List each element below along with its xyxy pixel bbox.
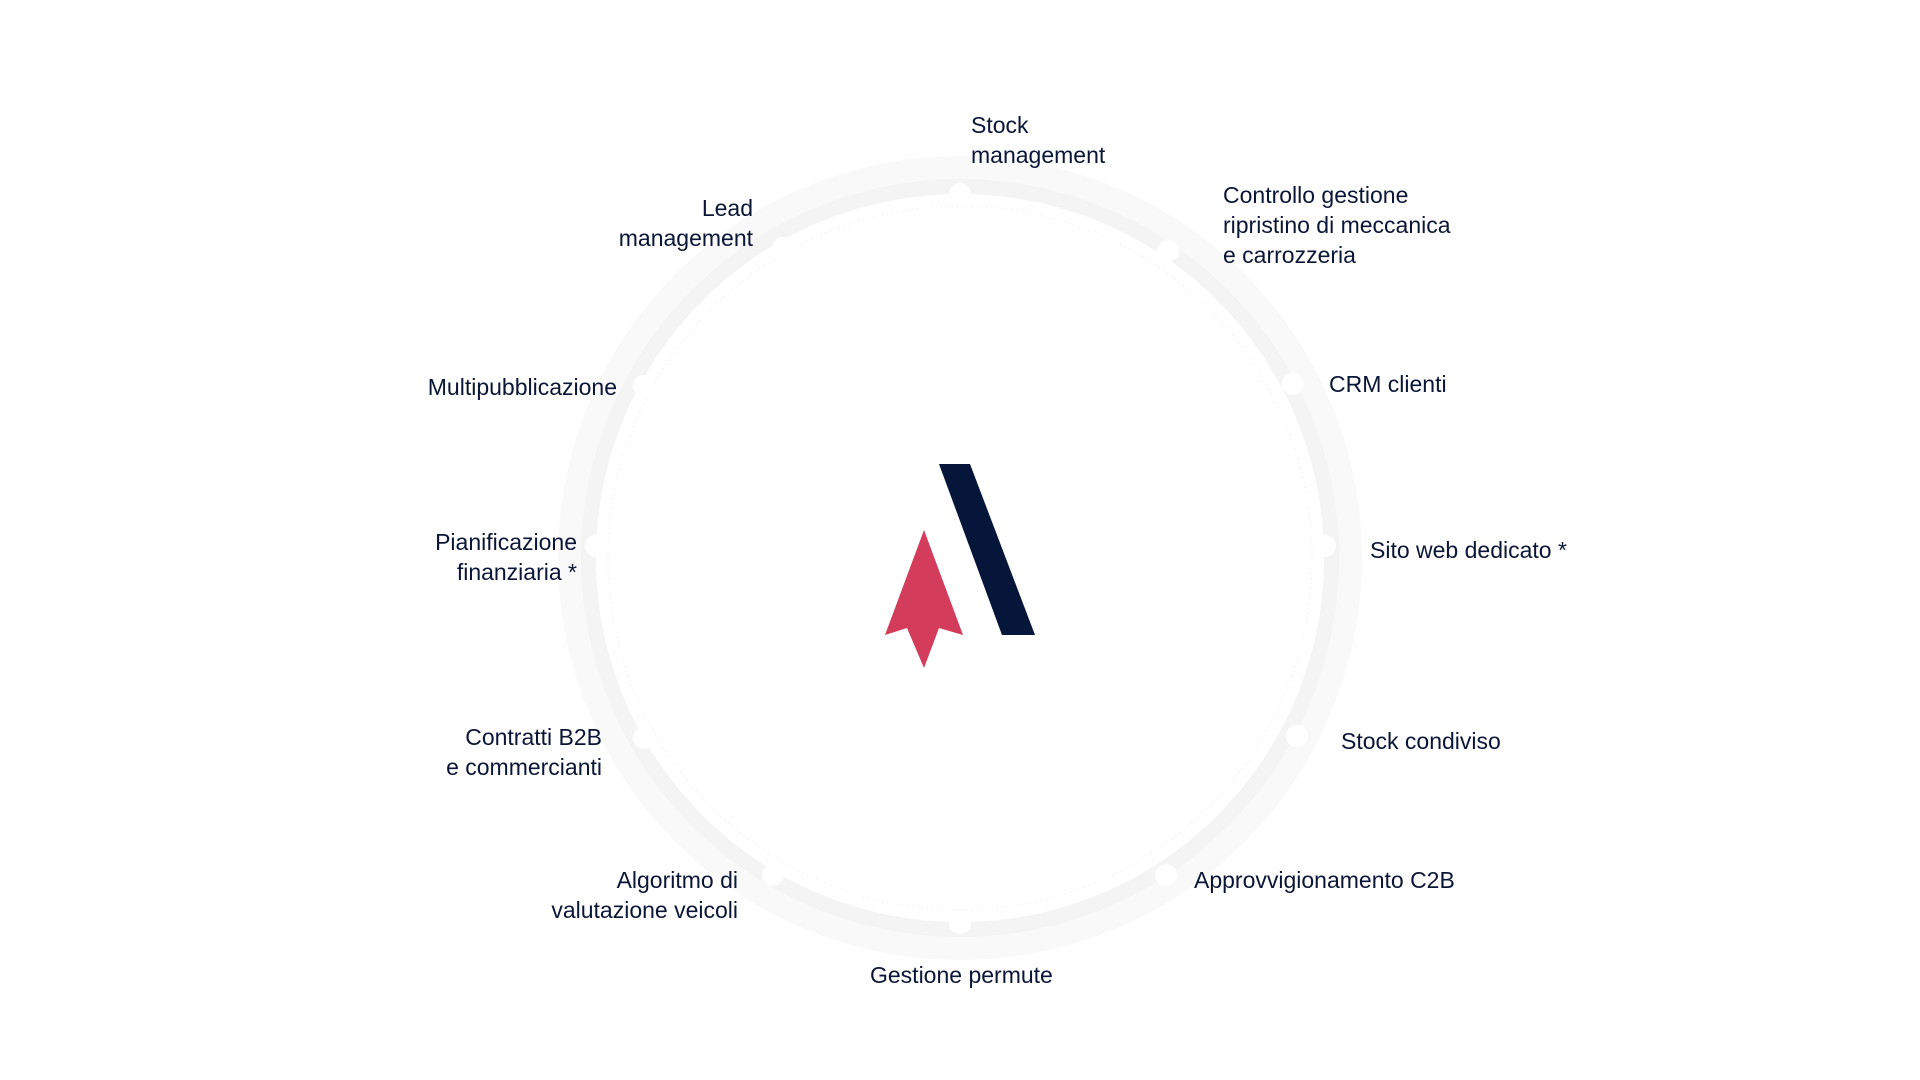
ring-dot — [1286, 725, 1308, 747]
ring-dot — [633, 375, 655, 397]
ring-dot — [772, 237, 794, 259]
ring-dot — [633, 727, 655, 749]
feature-crm-clienti: CRM clienti — [1329, 371, 1447, 397]
ring-dot — [949, 912, 971, 934]
feature-multipubblicazione: Multipubblicazione — [427, 374, 617, 400]
ring-dot — [1157, 240, 1179, 262]
feature-stock-condiviso: Stock condiviso — [1341, 728, 1501, 754]
feature-stock-management: Stock management — [971, 112, 1106, 168]
ring-dot — [1155, 864, 1177, 886]
feature-sito-web: Sito web dedicato * — [1370, 537, 1567, 563]
feature-contratti: Contratti B2B e commercianti — [446, 724, 602, 780]
ring-dot — [585, 535, 607, 557]
feature-gestione-permute: Gestione permute — [870, 962, 1053, 988]
feature-pianificazione: Pianificazione finanziaria * — [435, 529, 577, 585]
ring-dot — [949, 183, 971, 205]
feature-controllo-gestione: Controllo gestione ripristino di meccani… — [1223, 182, 1451, 268]
feature-lead-management: Lead management — [618, 195, 753, 251]
feature-algoritmo: Algoritmo di valutazione veicoli — [551, 867, 738, 923]
ring-dot — [762, 864, 784, 886]
ring-dot — [1314, 535, 1336, 557]
ring-dot — [1282, 373, 1304, 395]
feature-approvvigionamento: Approvvigionamento C2B — [1194, 867, 1455, 893]
